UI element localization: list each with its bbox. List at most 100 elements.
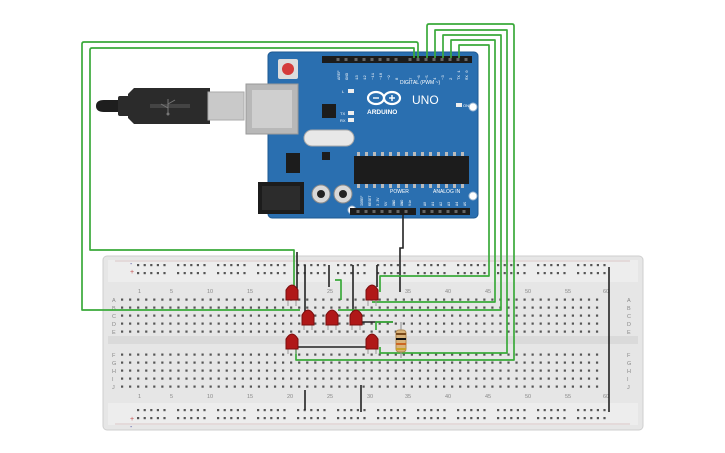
pin-label-a2: A2 bbox=[440, 202, 444, 206]
wire-pin2[interactable] bbox=[379, 44, 490, 292]
hole bbox=[443, 272, 446, 275]
hole bbox=[386, 58, 390, 61]
hole bbox=[121, 361, 124, 364]
hole bbox=[595, 322, 599, 325]
wire-pin7[interactable] bbox=[81, 41, 419, 311]
hole bbox=[177, 377, 180, 380]
reset-button[interactable] bbox=[282, 63, 294, 75]
row-letter: D bbox=[627, 322, 631, 328]
hole bbox=[571, 298, 574, 301]
hole bbox=[531, 322, 534, 325]
wire-jumper[interactable] bbox=[335, 279, 342, 300]
hole bbox=[350, 272, 353, 275]
hole bbox=[459, 298, 462, 301]
led-top-right[interactable] bbox=[365, 284, 379, 306]
hole bbox=[563, 377, 566, 380]
hole bbox=[161, 306, 164, 309]
hole bbox=[583, 409, 586, 412]
ground-wires[interactable] bbox=[296, 215, 610, 412]
hole bbox=[523, 369, 526, 372]
wire-pin8[interactable] bbox=[89, 47, 415, 290]
hole bbox=[283, 409, 286, 412]
hole bbox=[555, 306, 558, 309]
hole bbox=[556, 409, 559, 412]
hole bbox=[386, 361, 389, 364]
hole bbox=[531, 314, 534, 317]
hole bbox=[185, 330, 188, 333]
hole bbox=[497, 409, 500, 412]
hole bbox=[241, 330, 244, 333]
hole bbox=[595, 306, 599, 309]
resistor[interactable] bbox=[395, 322, 407, 358]
hole bbox=[298, 385, 301, 388]
hole bbox=[531, 298, 534, 301]
wire-pin4[interactable] bbox=[338, 34, 502, 311]
hole bbox=[434, 385, 438, 388]
hole bbox=[563, 314, 566, 317]
wire-pin6[interactable] bbox=[295, 23, 515, 361]
hole bbox=[129, 369, 132, 372]
hole bbox=[394, 353, 397, 356]
hole bbox=[282, 369, 285, 372]
hole bbox=[201, 353, 204, 356]
wire-pin3[interactable] bbox=[372, 39, 496, 303]
hole bbox=[249, 385, 252, 388]
pin-label-rx: RX 0 bbox=[466, 70, 470, 80]
hole bbox=[443, 330, 446, 333]
hole bbox=[463, 272, 466, 275]
led-bottom-right[interactable] bbox=[365, 333, 379, 354]
pin-label-4: 4 bbox=[434, 77, 438, 80]
led-middle-left[interactable] bbox=[301, 309, 315, 330]
ground-wire-main[interactable] bbox=[399, 215, 404, 292]
hole bbox=[590, 417, 593, 420]
led-center[interactable] bbox=[325, 309, 339, 330]
led-middle-right[interactable] bbox=[349, 309, 363, 330]
hole bbox=[314, 306, 317, 309]
usb-cable[interactable] bbox=[96, 88, 245, 124]
hole bbox=[129, 330, 132, 333]
hole bbox=[129, 377, 132, 380]
hole bbox=[397, 152, 400, 156]
hole bbox=[595, 314, 599, 317]
signal-wires[interactable] bbox=[81, 23, 515, 361]
arduino-uno-board[interactable]: TX RX L ON ARDUINO UNO AREF GND 13 12 ~1… bbox=[245, 51, 479, 219]
led-bottom-left[interactable] bbox=[285, 333, 299, 354]
pin-label-gnd: GND bbox=[393, 200, 397, 206]
hole bbox=[443, 369, 446, 372]
hole bbox=[426, 330, 430, 333]
hole bbox=[417, 409, 420, 412]
hole bbox=[378, 361, 381, 364]
wire-jumper[interactable] bbox=[375, 321, 393, 330]
hole bbox=[547, 306, 550, 309]
led-dice-array[interactable] bbox=[285, 284, 379, 354]
hole bbox=[587, 385, 591, 388]
hole bbox=[217, 264, 220, 267]
column-number: 50 bbox=[525, 289, 531, 295]
hole bbox=[225, 306, 228, 309]
hole bbox=[373, 152, 376, 156]
hole bbox=[550, 409, 553, 412]
pin-label-gnd: GND bbox=[346, 72, 350, 80]
row-letter: G bbox=[627, 361, 631, 367]
hole bbox=[273, 353, 277, 356]
hole bbox=[443, 385, 446, 388]
digital-header-holes bbox=[336, 58, 468, 61]
pin-label-aref: AREF bbox=[338, 70, 342, 80]
hole bbox=[225, 298, 228, 301]
hole bbox=[322, 330, 325, 333]
hole bbox=[467, 298, 470, 301]
column-number: 1 bbox=[138, 289, 141, 295]
hole bbox=[241, 369, 244, 372]
hole bbox=[547, 330, 550, 333]
led-top-left[interactable] bbox=[285, 284, 299, 306]
hole bbox=[410, 322, 413, 325]
uno-model-text: UNO bbox=[412, 93, 439, 107]
hole bbox=[426, 322, 430, 325]
hole bbox=[595, 330, 599, 333]
hole bbox=[457, 409, 460, 412]
column-number: 25 bbox=[327, 394, 333, 400]
wire-pin5[interactable] bbox=[379, 29, 508, 354]
hole bbox=[190, 417, 193, 420]
hole bbox=[499, 330, 502, 333]
hole bbox=[346, 377, 349, 380]
